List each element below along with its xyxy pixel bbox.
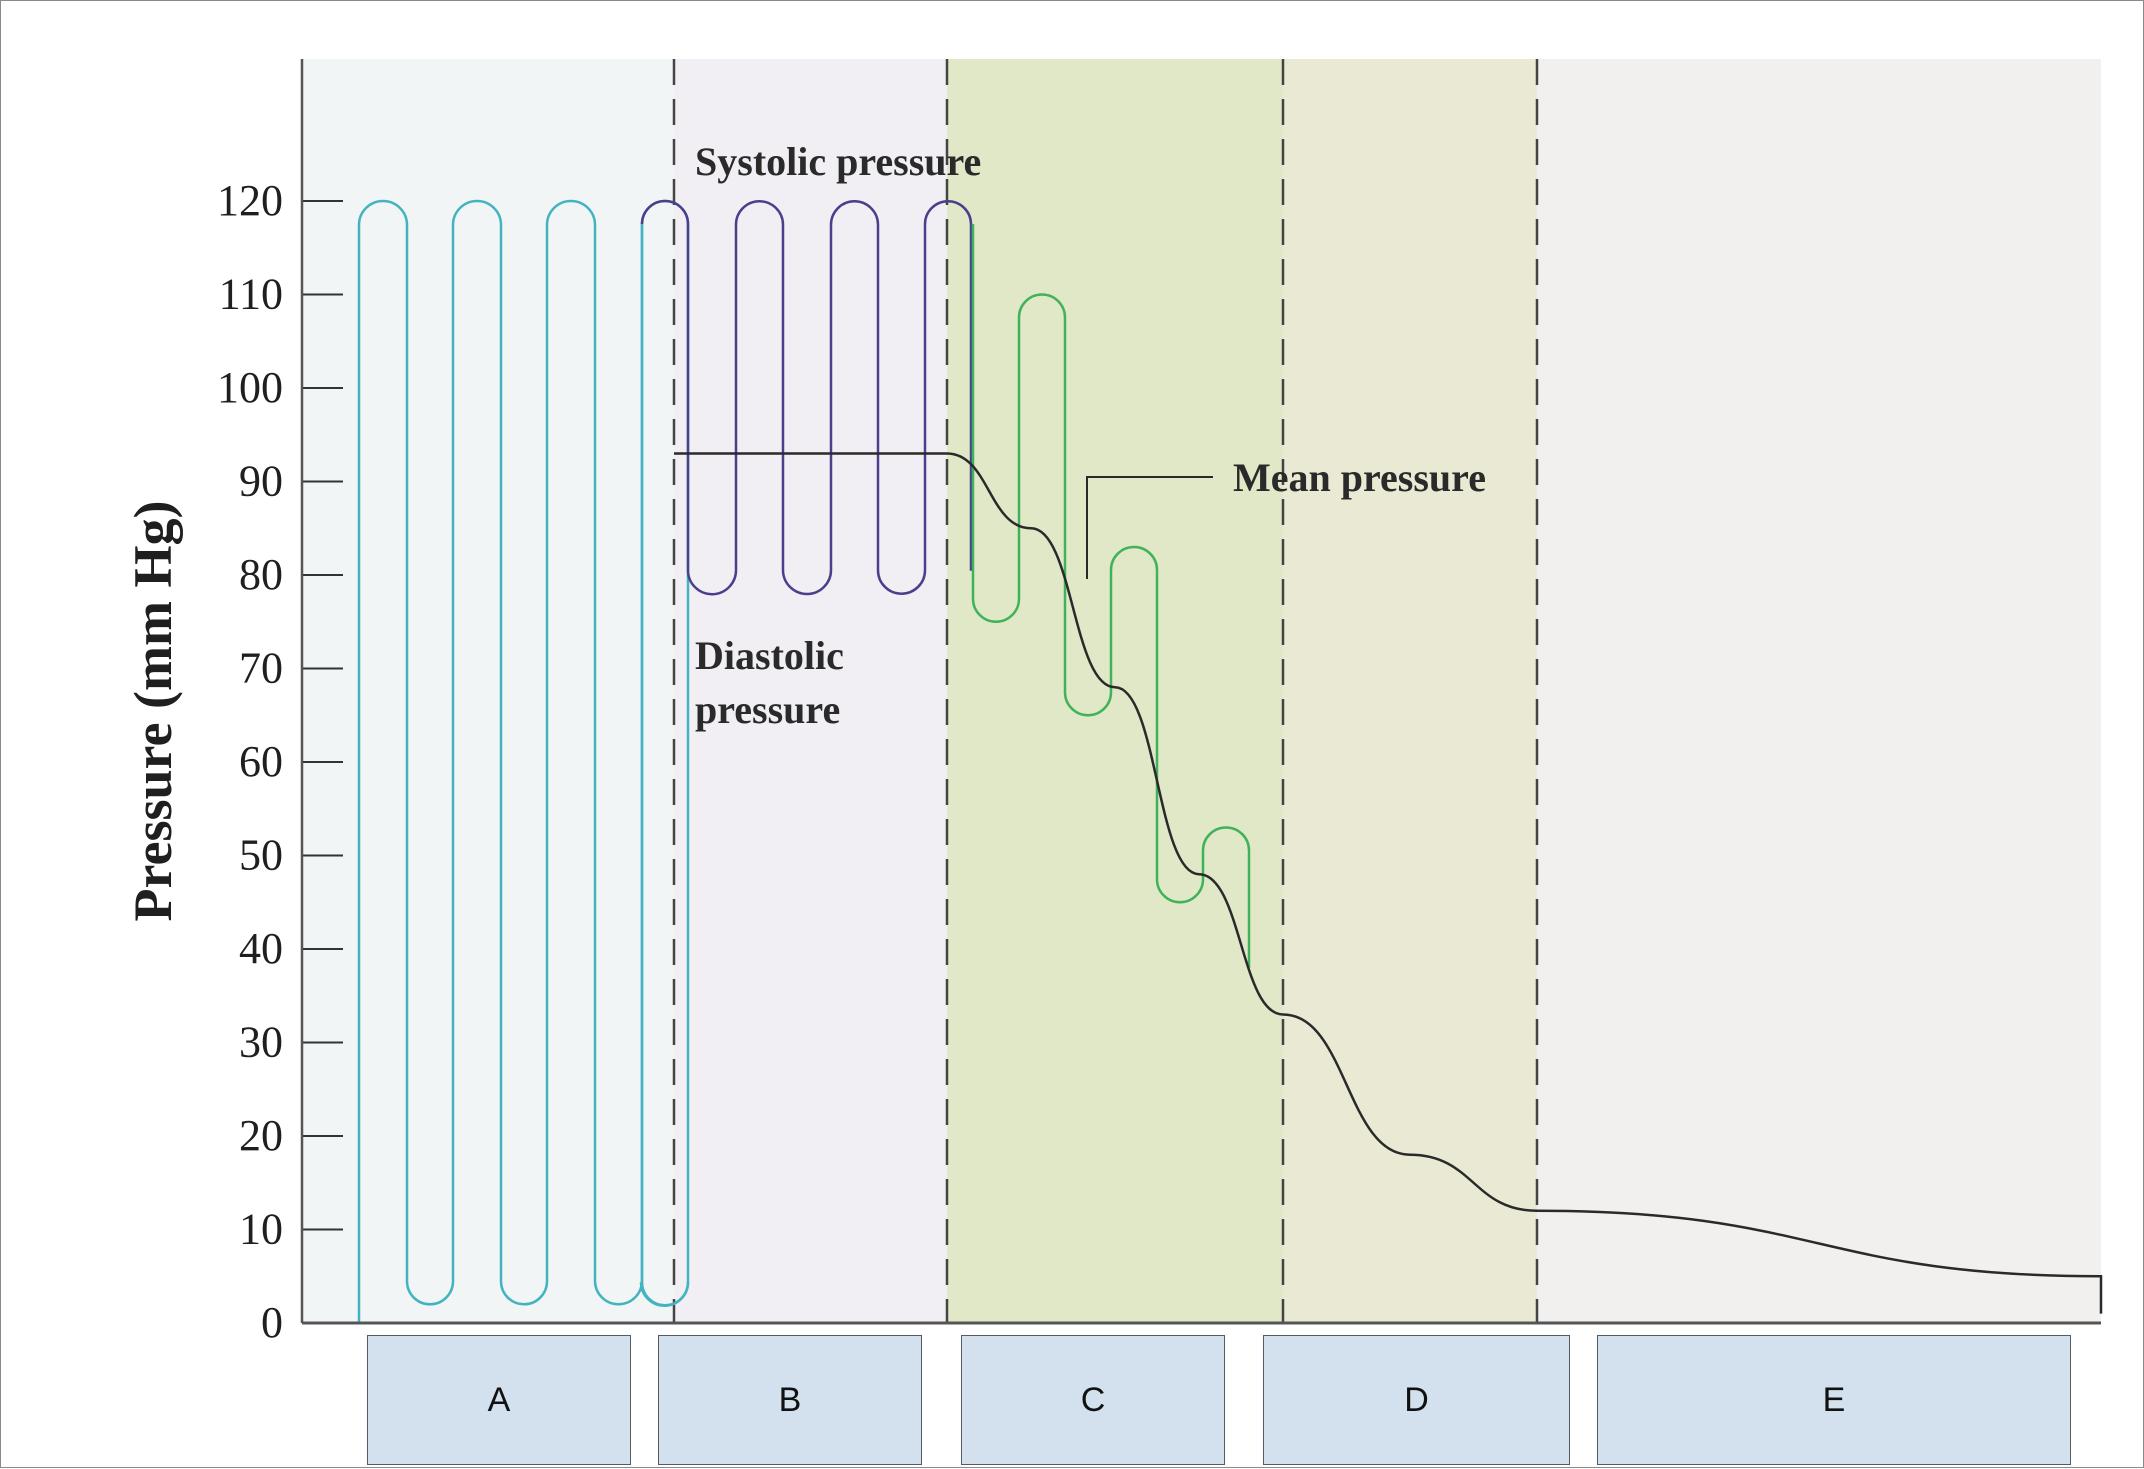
- series-a-trough: [640, 223, 690, 1307]
- series-c-wave: [971, 224, 1251, 968]
- region-label-e: E: [1822, 1380, 1846, 1419]
- region-label-c: C: [1080, 1380, 1106, 1419]
- y-tick-label-0: 0: [261, 1298, 283, 1347]
- y-tick-label-20: 20: [239, 1111, 283, 1160]
- region-band-e: [1537, 59, 2101, 1323]
- region-box-e: E: [1597, 1335, 2071, 1465]
- mean-pressure-label: Mean pressure: [1233, 455, 1486, 500]
- region-label-d: D: [1404, 1380, 1429, 1419]
- y-tick-label-40: 40: [239, 924, 283, 973]
- y-tick-label-70: 70: [239, 644, 283, 693]
- region-box-c: C: [961, 1335, 1225, 1465]
- y-tick-label-80: 80: [239, 550, 283, 599]
- region-label-a: A: [487, 1380, 511, 1419]
- region-band-a: [302, 59, 674, 1323]
- y-tick-label-90: 90: [239, 457, 283, 506]
- series-b-wave: [640, 199, 973, 596]
- series-mean-pressure: [673, 452, 2103, 1314]
- region-band-b: [674, 59, 947, 1323]
- diastolic-label-line2: pressure: [695, 687, 840, 732]
- region-band-c: [947, 59, 1283, 1323]
- y-tick-label-30: 30: [239, 1018, 283, 1067]
- region-band-d: [1283, 59, 1537, 1323]
- region-box-a: A: [367, 1335, 631, 1465]
- y-tick-label-10: 10: [239, 1205, 283, 1254]
- y-axis-label: Pressure (mm Hg): [123, 501, 183, 922]
- systolic-label: Systolic pressure: [695, 139, 981, 184]
- region-label-b: B: [778, 1380, 802, 1419]
- y-tick-label-100: 100: [217, 363, 283, 412]
- region-box-d: D: [1263, 1335, 1570, 1465]
- region-box-b: B: [658, 1335, 922, 1465]
- y-tick-label-120: 120: [217, 176, 283, 225]
- y-tick-label-50: 50: [239, 831, 283, 880]
- mean-pressure-leader: [1086, 476, 1213, 579]
- y-tick-label-110: 110: [219, 270, 283, 319]
- y-tick-label-60: 60: [239, 737, 283, 786]
- diastolic-label-line1: Diastolic: [695, 633, 844, 678]
